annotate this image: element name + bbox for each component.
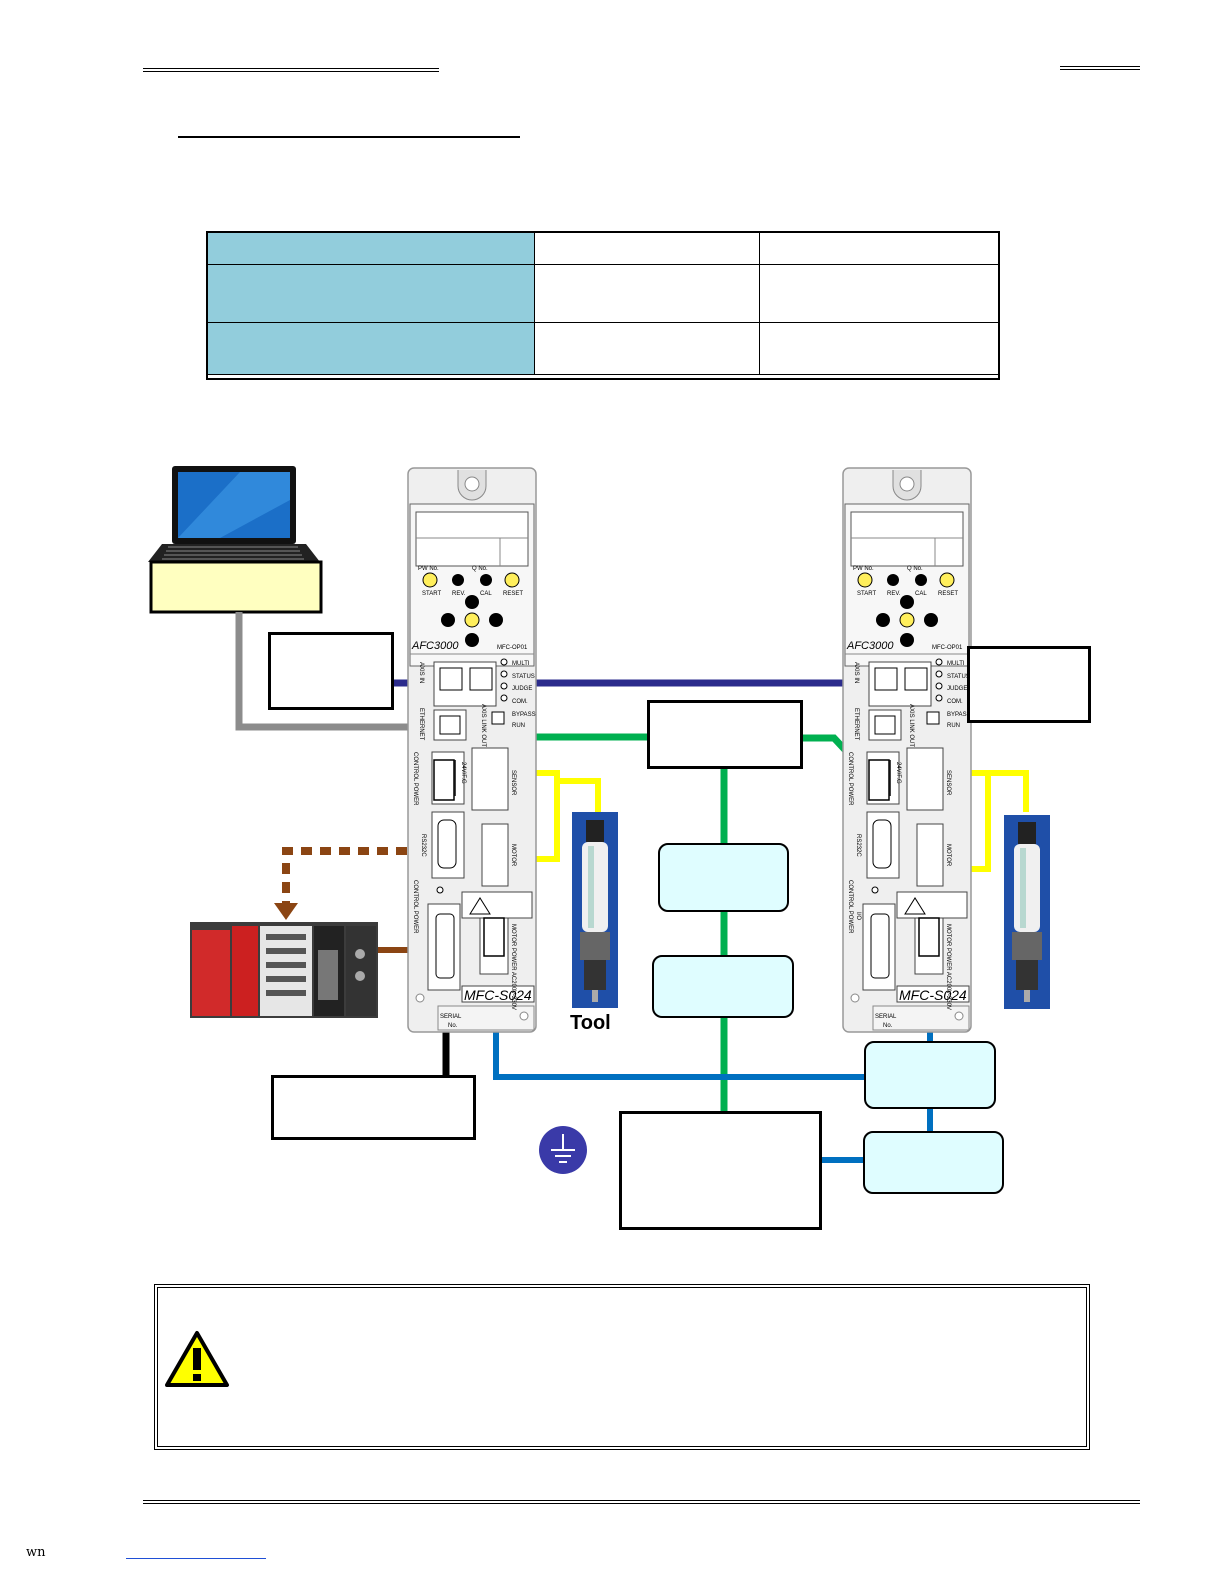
ctrl2-motor-label: MOTOR	[945, 844, 951, 867]
ctrl1-motor-power-connector	[483, 917, 505, 957]
ctrl2-rev-label: REV.	[887, 591, 901, 597]
ground-label-box	[647, 700, 803, 769]
pc-label-box	[149, 560, 323, 614]
table-header-cell	[207, 322, 535, 375]
ctrl1-reset-label: RESET	[503, 591, 523, 597]
ctrl2-serial-no: No.	[883, 1023, 893, 1029]
component-box-1	[658, 843, 789, 912]
ctrl2-serial-label: SERIAL	[875, 1014, 897, 1020]
ctrl1-servo-label: MFC-S024	[464, 987, 532, 1003]
power-source-box	[619, 1111, 822, 1230]
ctrl1-control-power-label-2: CONTROL POWER	[412, 880, 418, 934]
ctrl1-cal-label: CAL	[480, 591, 492, 597]
table-cell	[534, 264, 760, 323]
footer-link-underline	[126, 1558, 266, 1559]
tool-label: Tool	[570, 1012, 611, 1034]
ctrl1-motor-power-label: MOTOR POWER AC200V-230V	[510, 924, 516, 1010]
table-cell	[534, 232, 760, 265]
ethernet-cable	[235, 612, 422, 731]
ctrl1-led-status: STATUS	[512, 674, 535, 680]
ctrl2-control-power-label: CONTROL POWER	[847, 752, 853, 806]
ctrl2-led-com: COM.	[947, 699, 963, 705]
ctrl1-control-power-label: CONTROL POWER	[412, 752, 418, 806]
ctrl2-cal-label: CAL	[915, 591, 927, 597]
laptop-icon	[148, 466, 320, 562]
ctrl2-led-judge: JUDGE	[947, 686, 967, 692]
ctrl1-led-run: RUN	[512, 723, 525, 729]
ground-icon	[539, 1126, 587, 1174]
ctrl2-led-multi: MULTI	[947, 661, 965, 667]
ctrl1-rs232c-label: RS232C	[420, 834, 426, 857]
ctrl2-io-label: I/O	[855, 912, 861, 920]
ctrl1-pw-label: PW No.	[418, 566, 439, 572]
ctrl1-option-label: MFC-OP01	[497, 645, 528, 651]
ctrl2-axis-link-label: AXIS LINK OUT	[908, 704, 914, 747]
ctrl2-motor-power-label: MOTOR POWER AC200V-230V	[945, 924, 951, 1010]
ctrl2-model-label: AFC3000	[846, 640, 894, 652]
ctrl1-motor-label: MOTOR	[510, 844, 516, 867]
wiring-diagram: AFC3000 AFC3000 MFC-S024 MFC-S024 MFC-OP…	[148, 466, 1050, 1174]
section-title-underline	[178, 136, 520, 138]
table-cell	[759, 264, 999, 323]
ctrl1-axis-link-label: AXIS LINK OUT	[480, 704, 486, 747]
footer-text-fragment: wn	[26, 1545, 46, 1560]
ctrl2-control-power-label-2: CONTROL POWER	[847, 880, 853, 934]
rs232c-dashed-cable	[282, 847, 426, 905]
ctrl2-24v-connector	[868, 759, 890, 801]
header-rule-left	[143, 68, 439, 72]
ctrl2-servo-label: MFC-S024	[899, 987, 967, 1003]
ctrl2-24v-label: 24V/F.G	[895, 762, 901, 784]
ctrl1-serial-no: No.	[448, 1023, 458, 1029]
ctrl2-sensor-label: SENSOR	[945, 770, 951, 796]
ctrl1-24v-label: 24V/F.G	[460, 762, 466, 784]
ctrl1-led-com: COM.	[512, 699, 528, 705]
ctrl1-rev-label: REV.	[452, 591, 466, 597]
ctrl2-option-label: MFC-OP01	[932, 645, 963, 651]
warning-icon	[165, 1331, 229, 1387]
ctrl2-start-label: START	[857, 591, 876, 597]
rs232c-arrow-icon	[274, 903, 298, 920]
ctrl2-axis-in-label: AXIS IN	[853, 662, 859, 683]
ctrl2-motor-power-connector	[918, 917, 940, 957]
axis-link-label-box-right	[967, 646, 1091, 723]
ctrl1-24v-connector	[433, 759, 455, 801]
table-cell	[534, 322, 760, 375]
table-header-cell	[207, 232, 535, 265]
ctrl1-model-label: AFC3000	[411, 640, 459, 652]
component-box-4	[863, 1131, 1004, 1194]
ctrl2-pw-label: PW No.	[853, 566, 874, 572]
axis-link-label-box-left	[268, 632, 394, 710]
ctrl2-led-run: RUN	[947, 723, 960, 729]
tool-icon-1	[572, 812, 618, 1008]
ctrl1-sensor-label: SENSOR	[510, 770, 516, 796]
ctrl1-q-label: Q No.	[472, 566, 488, 572]
ctrl1-start-label: START	[422, 591, 441, 597]
table-header-cell	[207, 264, 535, 323]
ctrl1-led-bypass: BYPASS	[512, 712, 536, 718]
footer-rule	[143, 1500, 1140, 1504]
ctrl1-led-multi: MULTI	[512, 661, 530, 667]
tool-icon-2	[1004, 815, 1050, 1009]
ctrl2-q-label: Q No.	[907, 566, 923, 572]
component-box-3	[864, 1041, 996, 1109]
ctrl1-ethernet-label: ETHERNET	[418, 708, 424, 741]
ctrl2-rs232c-label: RS232C	[855, 834, 861, 857]
table-outer-border	[206, 231, 1000, 380]
table-cell	[759, 322, 999, 375]
ctrl1-led-judge: JUDGE	[512, 686, 532, 692]
component-box-2	[652, 955, 794, 1018]
ctrl2-led-bypass: BYPASS	[947, 712, 971, 718]
spec-table	[207, 232, 999, 375]
ctrl1-serial-label: SERIAL	[440, 1014, 462, 1020]
io-label-box	[271, 1075, 476, 1140]
ctrl2-led-status: STATUS	[947, 674, 970, 680]
plc-icon	[190, 922, 378, 1018]
ctrl2-ethernet-label: ETHERNET	[853, 708, 859, 741]
ctrl2-reset-label: RESET	[938, 591, 958, 597]
warning-notice-box	[154, 1284, 1090, 1450]
ctrl1-axis-in-label: AXIS IN	[418, 662, 424, 683]
header-rule-right	[1060, 66, 1140, 70]
